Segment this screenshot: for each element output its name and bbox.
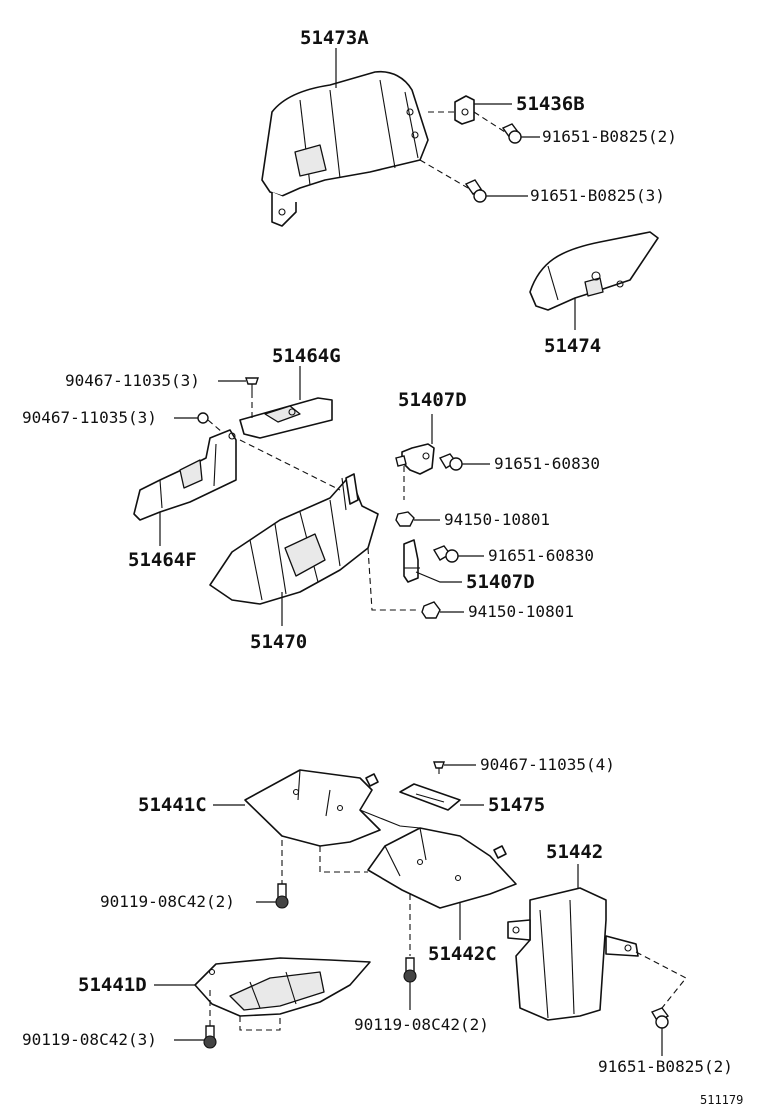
part-51470 <box>209 473 379 605</box>
label-90467-11035-3-a: 90467-11035(3) <box>65 371 200 390</box>
label-51407D-top: 51407D <box>398 389 467 411</box>
bolt-91651-B0825-bottom <box>650 1007 670 1029</box>
label-94150-10801-a: 94150-10801 <box>444 510 550 529</box>
label-90467-11035-4: 90467-11035(4) <box>480 755 615 774</box>
label-91651-B0825-3: 91651-B0825(3) <box>530 186 665 205</box>
label-51442: 51442 <box>546 841 603 863</box>
label-90119-08C42-3: 90119-08C42(3) <box>22 1030 157 1049</box>
label-51441C: 51441C <box>138 794 207 816</box>
bolt-91651-60830-lower <box>432 545 459 563</box>
label-51436B: 51436B <box>516 93 585 115</box>
part-51475 <box>399 783 461 811</box>
label-51474: 51474 <box>544 335 601 357</box>
part-51464G <box>239 397 333 439</box>
bolt-90119-08C42-left <box>275 840 289 909</box>
part-51407D-lower <box>403 539 420 583</box>
label-51475: 51475 <box>488 794 545 816</box>
label-51464F: 51464F <box>128 549 197 571</box>
bolt-90119-08C42-mid <box>403 894 417 983</box>
label-51407D-bottom: 51407D <box>466 571 535 593</box>
diagram-code: 511179 <box>700 1093 743 1107</box>
part-51473A <box>261 70 429 227</box>
bolt-91651-60830-upper <box>438 453 463 471</box>
bolt-91651-B0825-lower <box>419 159 487 203</box>
label-90119-08C42-2-mid: 90119-08C42(2) <box>354 1015 489 1034</box>
bolt-90119-08C42-bottom <box>203 990 217 1049</box>
part-51436B <box>454 95 475 125</box>
label-91651-B0825-2-top: 91651-B0825(2) <box>542 127 677 146</box>
label-51464G: 51464G <box>272 345 341 367</box>
part-51442 <box>507 887 639 1021</box>
nut-94150-10801-lower <box>421 601 441 619</box>
label-91651-60830-a: 91651-60830 <box>494 454 600 473</box>
label-51441D: 51441D <box>78 974 147 996</box>
part-51474 <box>529 231 659 311</box>
label-51442C: 51442C <box>428 943 497 965</box>
label-90119-08C42-2-left: 90119-08C42(2) <box>100 892 235 911</box>
part-51441C <box>244 769 381 847</box>
label-91651-B0825-2-bottom: 91651-B0825(2) <box>598 1057 733 1076</box>
label-91651-60830-b: 91651-60830 <box>488 546 594 565</box>
label-94150-10801-b: 94150-10801 <box>468 602 574 621</box>
label-51473A: 51473A <box>300 27 369 49</box>
part-51441D <box>194 957 371 1017</box>
clip-90467-11035-bottom <box>433 761 445 774</box>
clip-90467-11035-lower <box>197 412 209 424</box>
part-51407D-upper <box>395 443 435 475</box>
label-90467-11035-3-b: 90467-11035(3) <box>22 408 157 427</box>
label-51470: 51470 <box>250 631 307 653</box>
part-51442C <box>367 827 517 909</box>
part-51464F <box>133 429 237 521</box>
nut-94150-10801-upper <box>395 511 415 527</box>
bolt-91651-B0825-upper <box>473 111 522 144</box>
clip-90467-11035-upper <box>245 377 259 392</box>
